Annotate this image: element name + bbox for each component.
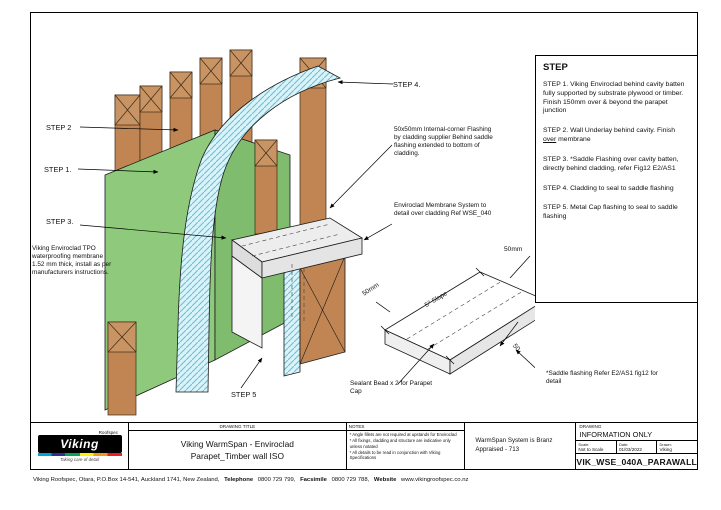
notes-cell: NOTES * Angle fillets are not required a… [345,423,465,469]
tpo-membrane-hatched [175,65,342,393]
step-4-callout: STEP 4. [393,80,421,89]
logo-tagline: Taking care of detail [59,457,100,462]
leader-lines [77,80,535,389]
scale-label: Scale: [578,442,590,447]
logo-color-stripe [37,453,122,456]
step-5-instruction: STEP 5. Metal Cap flashing to seal to sa… [543,204,678,221]
scale-cell: Scale: Not to Scale [576,441,616,453]
step-4-instruction: STEP 4. Cladding to seal to saddle flash… [543,184,674,192]
step-3-callout: STEP 3. [46,217,74,226]
drawing-status: DRAWING INFORMATION ONLY [576,423,697,441]
logo-roofspec-text: Roofspec [98,430,119,435]
step-instructions-panel: STEP STEP 1. Viking Enviroclad behind ca… [535,55,698,303]
footer-telephone-value: 0800 729 799, [257,477,296,483]
logo-brand-text: Viking [60,437,99,451]
isometric-detail-drawing [77,49,535,416]
tpo-membrane-note: Viking Enviroclad TPO waterproofing memb… [32,245,112,276]
footer-website-label: Website [373,477,397,483]
step-1-callout: STEP 1. [44,165,72,174]
step-1-instruction: STEP 1. Viking Enviroclad behind cavity … [543,81,685,115]
footer-contact-line: Viking Roofspec, Otara, P.O.Box 14-541, … [33,477,697,483]
step-2-text-underlined: over [543,136,557,144]
drawn-cell: Drawn: Viking [656,441,697,453]
branz-appraisal-cell: WarmSpan System is Branz Appraised - 713 [464,423,575,469]
step-panel-title: STEP [543,62,568,73]
drawn-value: Viking [659,447,672,452]
drawing-title: Viking WarmSpan - Enviroclad Parapet_Tim… [129,431,346,469]
viking-logo: Roofspec Viking Taking care of detail [31,423,128,469]
footer-facsimile-value: 0800 729 788, [331,477,370,483]
drawn-label: Drawn: [659,442,672,447]
note-item: * All details to be read in conjunction … [349,450,441,461]
step-2-text-post: membrane [556,136,591,144]
slope-cap-detail [380,267,535,375]
saddle-flashing-strip [283,267,301,377]
date-value: 01/03/2022 [618,447,642,452]
step-2-text-pre: STEP 2. Wall Underlay behind cavity. Fin… [543,127,676,135]
date-cell: Date: 01/03/2022 [615,441,657,453]
parapet-cap-assembly [231,217,364,377]
drawing-header-label: DRAWING [579,424,602,429]
drawing-title-line2: Parapet_Timber wall ISO [190,451,284,461]
scale-value: Not to Scale [578,447,604,452]
hidden-detail-lines [241,223,341,322]
footer-facsimile-label: Facsimile [300,477,327,483]
step-2-callout: STEP 2 [46,123,72,132]
dimension-50mm-right: 50mm [504,246,523,253]
information-only-label: INFORMATION ONLY [579,430,653,439]
drawing-title-cell: DRAWING TITLE Viking WarmSpan - Envirocl… [128,423,346,469]
note-item: * Angle fillets are not required at upst… [349,432,457,437]
date-label: Date: [618,442,629,447]
step-2-instruction: STEP 2. Wall Underlay behind cavity. Fin… [543,127,690,145]
dimension-ticks [380,267,485,365]
footer-telephone-label: Telephone [224,477,254,483]
sealant-bead-note: Sealant Bead x 2 for Parapet Cap [350,380,433,395]
footer-website-value: www.vikingroofspec.co.nz [401,477,469,483]
logo-box: Viking [37,435,122,453]
timber-studs-front [107,139,278,416]
note-item: * All fixings, cladding and structure ar… [349,438,451,449]
drawing-number: VIK_WSE_040A_PARAWALL [576,456,697,467]
notes-list: * Angle fillets are not required at upst… [347,431,465,463]
drawing-meta-row: Scale: Not to Scale Date: 01/03/2022 Dra… [576,441,697,454]
footer-address: Viking Roofspec, Otara, P.O.Box 14-541, … [33,477,220,483]
drawing-info-cell: DRAWING INFORMATION ONLY Scale: Not to S… [575,423,697,469]
step-5-callout: STEP 5 [231,390,257,399]
title-block: Roofspec Viking Taking care of detail DR… [30,422,698,470]
membrane-system-note: Enviroclad Membrane System to detail ove… [394,202,492,217]
drawing-title-line1: Viking WarmSpan - Enviroclad [180,438,294,449]
step-3-instruction: STEP 3. *Saddle Flashing over cavity bat… [543,155,679,172]
corner-flashing-note: 50x50mm Internal-corner Flashing by clad… [394,126,493,157]
notes-header: NOTES [346,423,465,431]
drawing-title-header: DRAWING TITLE [129,423,346,431]
saddle-flashing-note: *Saddle flashing Refer E2/AS1 fig12 for … [546,370,658,385]
